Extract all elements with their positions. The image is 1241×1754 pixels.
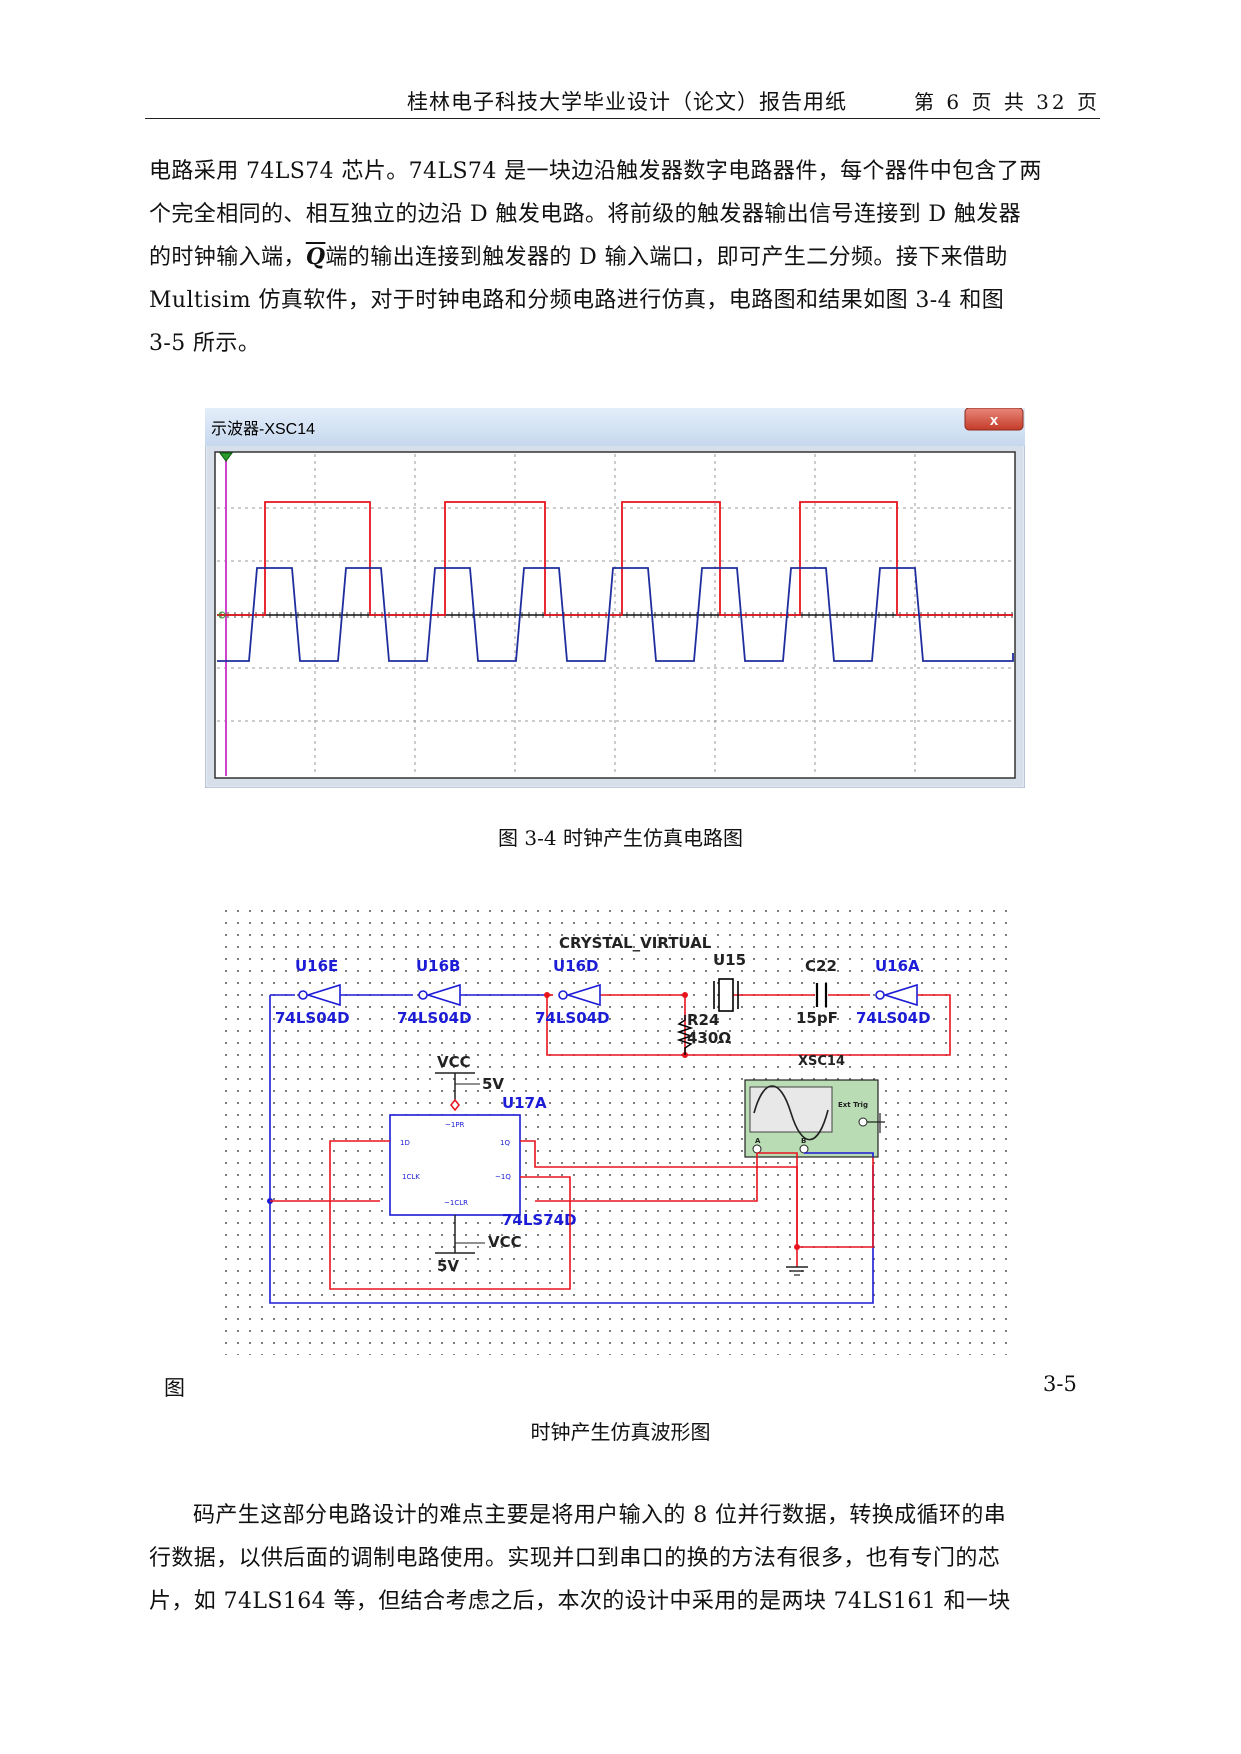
channel-a-label: A <box>755 1137 761 1145</box>
inverter-u16e[interactable] <box>298 983 341 1007</box>
vcc-top-label: VCC <box>437 1053 471 1071</box>
u15-label: U15 <box>713 951 746 969</box>
c22-value: 15pF <box>796 1009 838 1027</box>
para1-line-5: 3-5 所示。 <box>149 331 261 356</box>
para2-line-3: 片，如 74LS164 等，但结合考虑之后，本次的设计中采用的是两块 74LS1… <box>149 1589 1011 1614</box>
q-bar-symbol: Q <box>305 244 326 270</box>
pin-nq-label: ~1Q <box>495 1173 511 1181</box>
u16a-part: 74LS04D <box>856 1009 931 1027</box>
u16a-label: U16A <box>875 957 920 975</box>
resistor-r24[interactable] <box>676 1015 694 1055</box>
u16e-part: 74LS04D <box>275 1009 350 1027</box>
para2-line-1: 码产生这部分电路设计的难点主要是将用户输入的 8 位并行数据，转换成循环的串 <box>193 1503 1007 1528</box>
figure-3-5-label-left: 图 <box>164 1376 185 1400</box>
inverter-u16b[interactable] <box>418 983 461 1007</box>
crystal-type-label: CRYSTAL_VIRTUAL <box>559 934 712 952</box>
pin-1q-label: 1Q <box>500 1139 510 1147</box>
para1-line-3a: 的时钟输入端， <box>149 245 306 270</box>
pin-clr-label: ~1CLR <box>444 1199 468 1207</box>
r24-label: R24 <box>687 1011 719 1029</box>
para1-line-2: 个完全相同的、相互独立的边沿 D 触发电路。将前级的触发器输出信号连接到 D 触… <box>149 202 1022 227</box>
para1-line-1: 电路采用 74LS74 芯片。74LS74 是一块边沿触发器数字电路器件，每个器… <box>149 159 1042 184</box>
inverter-u16a[interactable] <box>875 983 918 1007</box>
sine-wave-icon <box>753 1085 829 1141</box>
title-bar <box>205 408 1025 446</box>
para1-line-3b: 端的输出连接到触发器的 D 输入端口，即可产生二分频。接下来借助 <box>325 245 1008 270</box>
u16d-part: 74LS04D <box>535 1009 610 1027</box>
r24-value: 430Ω <box>687 1029 731 1047</box>
figure-3-5-caption: 时钟产生仿真波形图 <box>530 1420 711 1444</box>
close-icon[interactable]: x <box>990 412 999 429</box>
figure-3-4-caption: 图 3-4 时钟产生仿真电路图 <box>498 826 743 850</box>
capacitor-c22[interactable] <box>815 983 828 1007</box>
close-button[interactable]: x <box>964 407 1024 431</box>
figure-3-5-label-right: 3-5 <box>1043 1372 1077 1396</box>
crystal-u15[interactable] <box>713 978 739 1012</box>
window-title: 示波器-XSC14 <box>211 420 315 438</box>
xsc14-label: XSC14 <box>798 1054 845 1069</box>
paragraph-2: 码产生这部分电路设计的难点主要是将用户输入的 8 位并行数据，转换成循环的串 行… <box>149 1494 1089 1623</box>
pin-pr-label: ~1PR <box>445 1121 465 1129</box>
u16e-label: U16E <box>295 957 338 975</box>
header-page-number: 第 6 页 共 32 页 <box>914 90 1100 114</box>
ground-marker-icon <box>218 611 226 619</box>
vcc-bottom-label: VCC <box>488 1233 522 1251</box>
oscilloscope-instrument[interactable]: Ext Trig A B <box>744 1079 885 1158</box>
u16b-part: 74LS04D <box>397 1009 472 1027</box>
vcc-top-voltage: 5V <box>482 1075 504 1093</box>
u17a-label: U17A <box>502 1094 547 1112</box>
cursor-marker-icon[interactable] <box>219 452 233 462</box>
channel-b-label: B <box>801 1137 806 1145</box>
para1-line-3: 的时钟输入端，Q端的输出连接到触发器的 D 输入端口，即可产生二分频。接下来借助 <box>149 236 1089 279</box>
u16b-label: U16B <box>416 957 461 975</box>
channel-b-trace <box>217 567 1014 662</box>
pin-clk-label: 1CLK <box>402 1173 420 1181</box>
circuit-schematic: CRYSTAL_VIRTUAL U15 C22 15pF U16E U16B U… <box>220 905 1015 1355</box>
u16d-label: U16D <box>553 957 599 975</box>
u17a-part: 74LS74D <box>502 1211 577 1229</box>
vcc-bottom-voltage: 5V <box>437 1257 459 1275</box>
para2-line-2: 行数据，以供后面的调制电路使用。实现并口到串口的换的方法有很多，也有专门的芯 <box>149 1546 1001 1571</box>
c22-label: C22 <box>805 957 837 975</box>
channel-a-trace <box>217 501 1013 616</box>
page-header: 桂林电子科技大学毕业设计（论文）报告用纸 第 6 页 共 32 页 <box>145 84 1100 119</box>
paragraph-1: 电路采用 74LS74 芯片。74LS74 是一块边沿触发器数字电路器件，每个器… <box>149 150 1089 365</box>
pin-1d-label: 1D <box>400 1139 410 1147</box>
inverter-u16d[interactable] <box>558 983 601 1007</box>
ext-trig-label: Ext Trig <box>838 1101 868 1109</box>
header-school: 桂林电子科技大学毕业设计（论文）报告用纸 <box>407 90 847 114</box>
oscilloscope-window: 示波器-XSC14 x <box>204 407 1026 789</box>
para1-line-4: Multisim 仿真软件，对于时钟电路和分频电路进行仿真，电路图和结果如图 3… <box>149 288 1005 313</box>
flipflop-u17a[interactable]: ~1PR 1D 1Q 1CLK ~1Q ~1CLR <box>389 1114 521 1216</box>
